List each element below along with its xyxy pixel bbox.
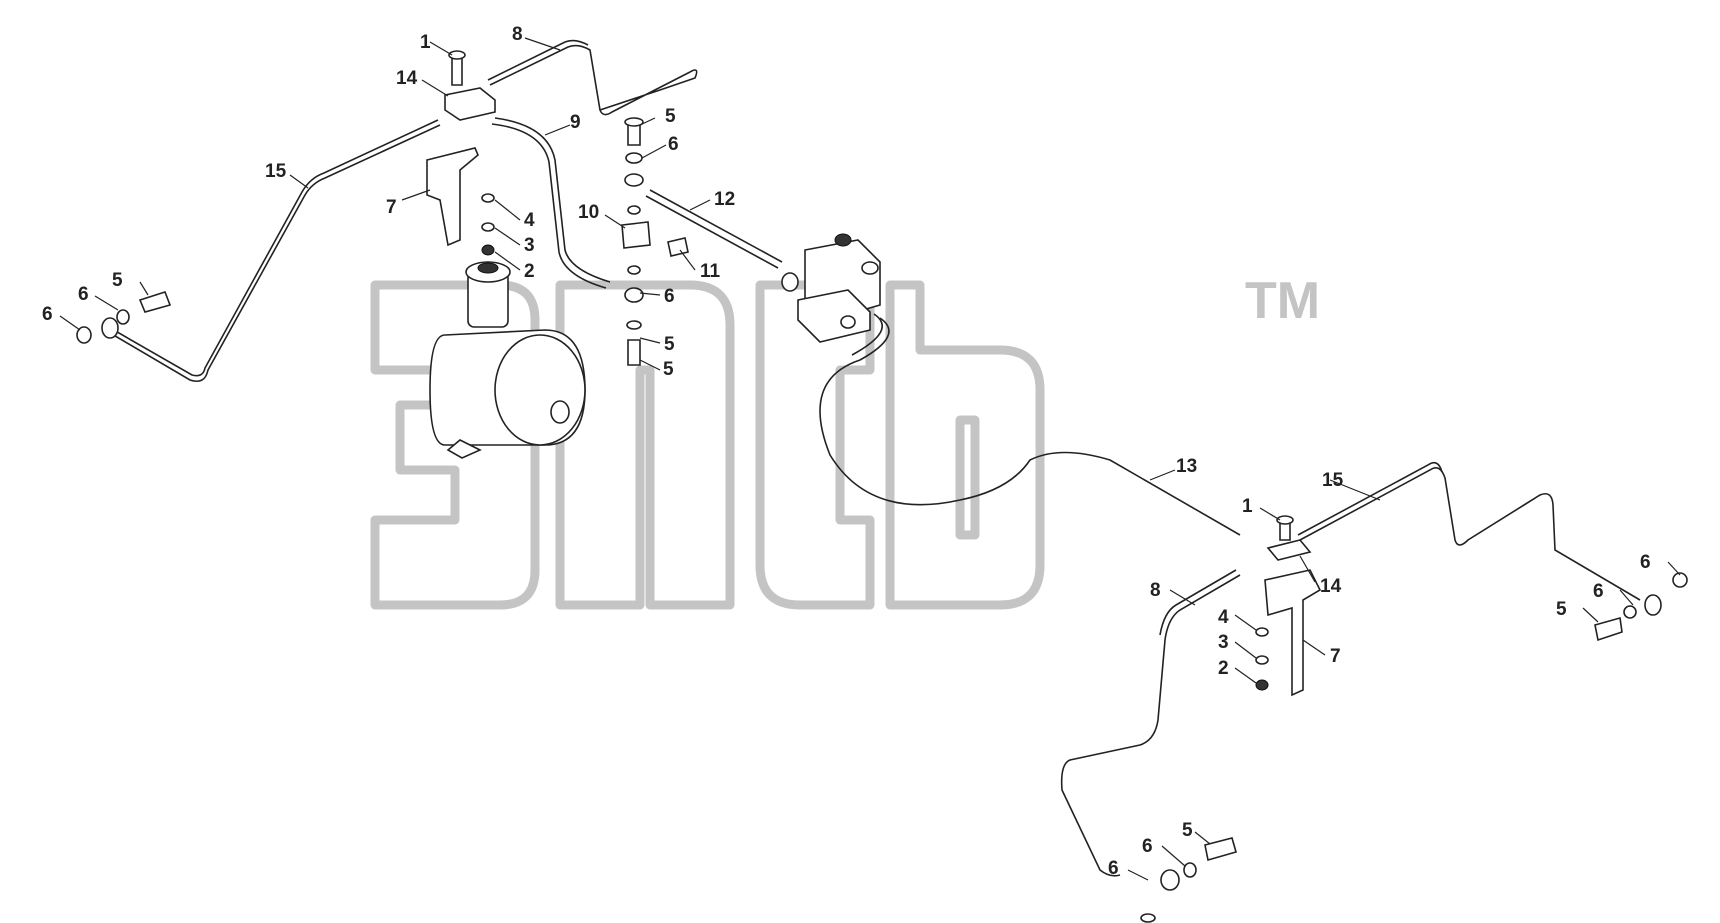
callout-6: 6 (78, 284, 89, 305)
callout-6: 5 (664, 334, 675, 355)
callout-15: 15 (265, 161, 287, 182)
callout-12: 12 (714, 189, 735, 210)
callout-5: 5 (112, 270, 123, 291)
callout-3: 3 (524, 235, 535, 256)
hose-13 (819, 313, 1241, 536)
callout-5: 5 (1556, 599, 1567, 620)
callout-9: 9 (570, 112, 581, 133)
callout-6: 6 (1108, 858, 1119, 879)
callout-7: 7 (1330, 646, 1341, 667)
callout-4: 4 (524, 210, 535, 231)
callout-4: 4 (1218, 607, 1229, 628)
callout-15: 15 (1322, 470, 1344, 491)
left-pipe-9 (491, 117, 611, 289)
right-pipe-15 (1297, 461, 1641, 601)
leader-lines (59, 37, 1681, 881)
left-mount-assembly (426, 50, 496, 256)
callout-6: 6 (668, 134, 679, 155)
left-pipe-15 (104, 119, 441, 383)
callout-5: 5 (1182, 820, 1193, 841)
callout-1: 1 (1242, 496, 1253, 517)
callout-5: 5 (663, 359, 674, 380)
right-end-fittings (1140, 572, 1688, 923)
callout-11: 11 (700, 261, 721, 282)
right-pipe-8 (1060, 569, 1241, 877)
callout-6: 6 (42, 304, 53, 325)
callout-6: 6 (1640, 552, 1651, 573)
callout-14: 14 (396, 68, 418, 89)
middle-stack (621, 117, 689, 366)
callout-14: 14 (1320, 576, 1342, 597)
left-fittings (76, 291, 172, 344)
watermark-trademark: TM (1245, 272, 1320, 330)
callout-5: 5 (665, 106, 676, 127)
right-mount-assembly (1255, 515, 1322, 697)
callout-8: 8 (1150, 580, 1161, 601)
callout-13: 13 (1176, 456, 1197, 477)
left-pipe-8 (487, 39, 698, 116)
callout-3: 3 (1218, 632, 1229, 653)
callout-8: 8 (512, 24, 523, 45)
callout-1: 1 (420, 32, 431, 53)
callout-6: 6 (1142, 836, 1153, 857)
callout-2: 2 (524, 261, 535, 282)
callout-labels: 1 8 14 9 5 6 15 12 7 4 10 3 11 2 5 6 6 6… (42, 24, 1651, 879)
watermark-logo: TM (370, 272, 1320, 610)
callout-6: 6 (1593, 581, 1604, 602)
callout-2: 2 (1218, 658, 1229, 679)
hydraulic-tank (429, 261, 586, 459)
callout-7: 7 (386, 197, 397, 218)
callout-6: 6 (664, 286, 675, 307)
pipe-12 (645, 189, 783, 269)
callout-10: 10 (578, 202, 599, 223)
valve-block (781, 233, 881, 343)
